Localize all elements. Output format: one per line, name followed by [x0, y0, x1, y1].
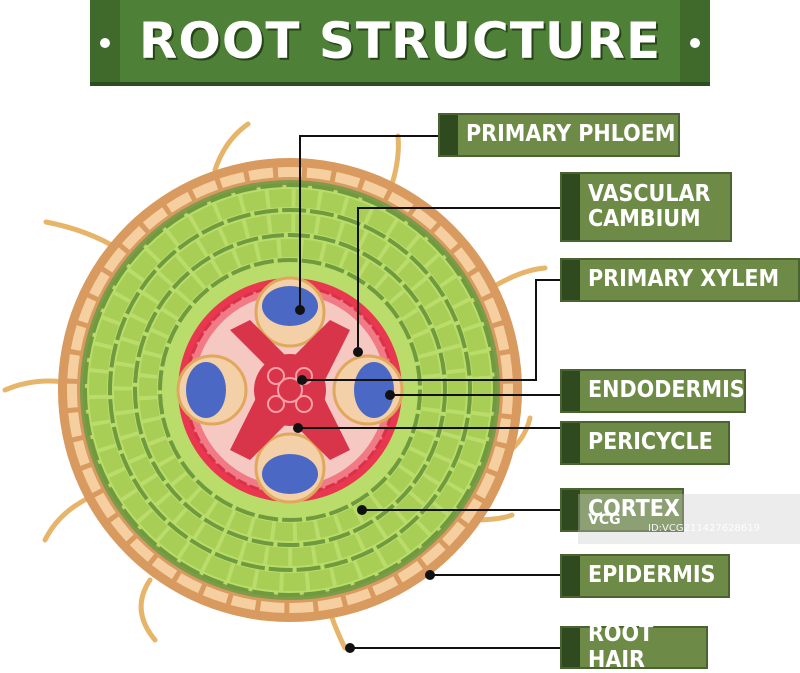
pointer-primary-xylem — [302, 279, 560, 381]
label-endodermis: ENDODERMIS — [560, 369, 746, 413]
pointer-primary-phloem — [299, 135, 438, 310]
label-epidermis: EPIDERMIS — [560, 554, 730, 598]
pin-icon — [100, 38, 110, 48]
title-banner-panel: ROOT STRUCTURE — [120, 0, 680, 82]
primary-xylem — [230, 320, 350, 460]
label-vascular-cambium: VASCULAR CAMBIUM — [560, 172, 732, 242]
cortex-cells — [83, 183, 497, 597]
page-title: ROOT STRUCTURE — [138, 12, 662, 70]
watermark-logo: VCG — [588, 512, 621, 528]
pointer-vascular-cambium — [357, 207, 560, 352]
pointer-dots — [293, 305, 435, 653]
label-cortex: CORTEX — [560, 488, 684, 532]
pointer-lines — [298, 135, 560, 649]
xylem-cells — [267, 367, 313, 413]
label-pericycle: PERICYCLE — [560, 421, 730, 465]
label-primary-phloem: PRIMARY PHLOEM — [438, 113, 680, 157]
pin-icon — [690, 38, 700, 48]
primary-phloem — [186, 286, 394, 494]
root-hairs — [2, 121, 548, 651]
label-root-hair: ROOT HAIR — [560, 622, 708, 672]
root-hair — [389, 133, 401, 187]
title-banner: ROOT STRUCTURE — [90, 0, 710, 86]
epidermis-cells — [67, 167, 513, 613]
root-hair — [138, 577, 158, 643]
root-hair — [212, 121, 251, 173]
cortex-cell-fill — [89, 189, 491, 591]
watermark-overlay — [578, 494, 800, 544]
watermark-id: ID:VCG211427628619 — [648, 523, 760, 534]
label-primary-xylem: PRIMARY XYLEM — [560, 258, 800, 302]
